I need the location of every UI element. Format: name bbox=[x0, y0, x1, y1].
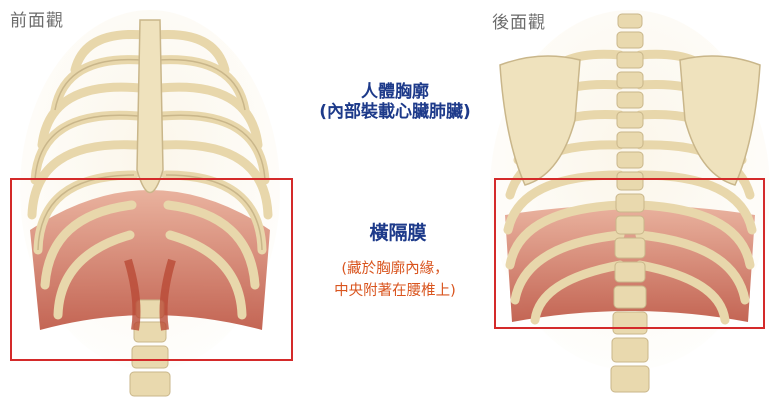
diaphragm-title: 橫隔膜 bbox=[318, 218, 478, 245]
diaphragm-note-line2: 中央附著在腰椎上) bbox=[300, 280, 490, 302]
back-diaphragm-highlight-box bbox=[494, 178, 765, 329]
diaphragm-note: (藏於胸廓內緣， 中央附著在腰椎上) bbox=[300, 258, 490, 302]
diaphragm-note-line1: (藏於胸廓內緣， bbox=[300, 258, 490, 280]
thorax-subtitle: (內部裝載心臟肺臟) bbox=[300, 102, 490, 122]
front-sternum bbox=[137, 20, 163, 193]
thorax-annotation: 人體胸廓 (內部裝載心臟肺臟) bbox=[300, 82, 490, 122]
thorax-title: 人體胸廓 bbox=[300, 82, 490, 102]
back-view-label: 後面觀 bbox=[492, 8, 546, 33]
front-diaphragm-highlight-box bbox=[10, 178, 293, 361]
front-view-label: 前面觀 bbox=[10, 6, 64, 31]
